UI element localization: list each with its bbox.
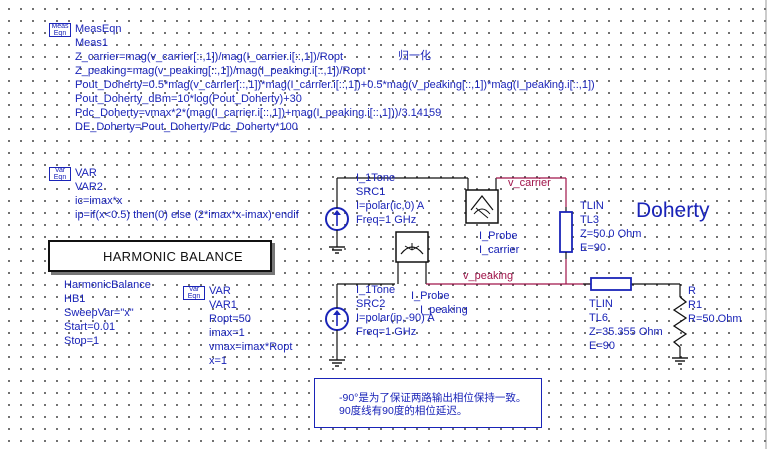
tl3-e[interactable]: E=90: [580, 242, 606, 254]
src2-freq[interactable]: Freq=1 GHz: [356, 326, 417, 338]
tl3-symbol[interactable]: [559, 207, 573, 259]
meas-eq-4[interactable]: Pout_Doherty_dBm=10*log(Pout_Doherty)+30: [75, 93, 302, 105]
var1-eqn-icon[interactable]: Var Eqn: [183, 286, 205, 300]
text-note-box[interactable]: -90°是为了保证两路输出相位保持一致。 90度线有90度的相位延迟。: [314, 378, 542, 428]
probe-carrier-type[interactable]: I_Probe: [479, 230, 518, 242]
probe-peaking-type[interactable]: I_Probe: [411, 290, 450, 302]
icon-label-top: Meas: [51, 23, 69, 30]
r1-symbol[interactable]: [672, 296, 688, 358]
src2-current[interactable]: I=polar(ip,-90) A: [356, 312, 435, 324]
tl3-type[interactable]: TLIN: [580, 200, 604, 212]
hb-type[interactable]: HarmonicBalance: [64, 279, 151, 291]
var2-eq-2[interactable]: ip=if(x<0.5) then(0) else (2*imax*x-imax…: [75, 209, 299, 221]
hb-sweep[interactable]: SweepVar="x": [64, 307, 134, 319]
node-label-peaking[interactable]: v_peaking: [463, 270, 514, 282]
meas-name[interactable]: Meas1: [75, 37, 109, 49]
var2-type[interactable]: VAR: [75, 167, 97, 179]
note-line-1: -90°是为了保证两路输出相位保持一致。: [339, 392, 527, 404]
tl6-e[interactable]: E=90: [589, 340, 615, 352]
hb-name[interactable]: HB1: [64, 293, 86, 305]
hb-title: HARMONIC BALANCE: [103, 249, 243, 264]
hb-start[interactable]: Start=0.01: [64, 321, 116, 333]
tl3-z[interactable]: Z=50.0 Ohm: [580, 228, 642, 240]
icon-label-top: Var: [188, 286, 200, 293]
ground-icon: [329, 359, 345, 367]
node-label-carrier[interactable]: v_carrier: [508, 177, 551, 189]
icon-label-bottom: Eqn: [53, 173, 67, 181]
r1-type[interactable]: R: [688, 285, 696, 297]
var1-eq-2[interactable]: imax=1: [209, 327, 245, 339]
tl6-z[interactable]: Z=35.355 Ohm: [589, 326, 663, 338]
r1-value[interactable]: R=50 Ohm: [688, 313, 742, 325]
icon-label-bottom: Eqn: [53, 29, 67, 37]
tl6-symbol[interactable]: [583, 277, 632, 291]
src1-type[interactable]: I_1Tone: [356, 172, 396, 184]
src1-name[interactable]: SRC1: [356, 186, 386, 198]
probe-carrier-name[interactable]: I_carrier: [479, 244, 520, 256]
var2-eqn-icon[interactable]: Var Eqn: [49, 167, 71, 181]
meas-eq-3[interactable]: Pout_Doherty=0.5*mag(v_carrier[::,1])*ma…: [75, 79, 595, 91]
var1-eq-3[interactable]: vmax=imax*Ropt: [209, 341, 293, 353]
src1-symbol[interactable]: [325, 177, 350, 247]
src2-symbol[interactable]: [325, 283, 395, 360]
var2-name[interactable]: VAR2: [75, 181, 103, 193]
meas-type[interactable]: MeasEqn: [75, 23, 122, 35]
var1-eq-1[interactable]: Ropt=50: [209, 313, 251, 325]
harmonic-balance-box[interactable]: HARMONIC BALANCE: [48, 240, 272, 272]
wire-net: [426, 177, 681, 297]
probe-peaking-symbol[interactable]: [395, 231, 429, 284]
normalize-annotation: 归一化: [398, 50, 431, 62]
tl3-name[interactable]: TL3: [580, 214, 599, 226]
hb-stop[interactable]: Stop=1: [64, 335, 100, 347]
r1-name[interactable]: R1: [688, 299, 703, 311]
tl6-type[interactable]: TLIN: [589, 298, 613, 310]
src1-current[interactable]: I=polar(ic,0) A: [356, 200, 425, 212]
src2-type[interactable]: I_1Tone: [356, 284, 396, 296]
icon-label-top: Var: [54, 167, 66, 174]
meas-eq-6[interactable]: DE_Doherty=Pout_Doherty/Pdc_Doherty*100: [75, 121, 298, 133]
meas-eq-1[interactable]: Z_carrier=mag(v_carrier[::,1])/mag(I_car…: [75, 51, 344, 63]
schematic-title[interactable]: Doherty: [636, 199, 710, 222]
var1-eq-4[interactable]: x=1: [209, 355, 228, 367]
note-line-2: 90度线有90度的相位延迟。: [339, 405, 468, 417]
src1-freq[interactable]: Freq=1 GHz: [356, 214, 417, 226]
probe-peaking-name[interactable]: I_peaking: [420, 304, 468, 316]
ground-icon: [672, 357, 688, 365]
src2-name[interactable]: SRC2: [356, 298, 386, 310]
tl6-name[interactable]: TL6: [589, 312, 608, 324]
meas-eqn-icon[interactable]: Meas Eqn: [49, 23, 71, 37]
meas-eq-5[interactable]: Pdc_Doherty=vmax*2*(mag(I_carrier.i[::,1…: [75, 107, 442, 119]
icon-label-bottom: Eqn: [187, 292, 201, 300]
var1-type[interactable]: VAR: [209, 285, 231, 297]
var2-eq-1[interactable]: ic=imax*x: [75, 195, 123, 207]
probe-carrier-symbol[interactable]: [350, 177, 499, 224]
var1-name[interactable]: VAR1: [209, 299, 237, 311]
ground-icon: [329, 246, 345, 254]
meas-eq-2[interactable]: Z_peaking=mag(v_peaking[::,1])/mag(I_pea…: [75, 65, 366, 77]
